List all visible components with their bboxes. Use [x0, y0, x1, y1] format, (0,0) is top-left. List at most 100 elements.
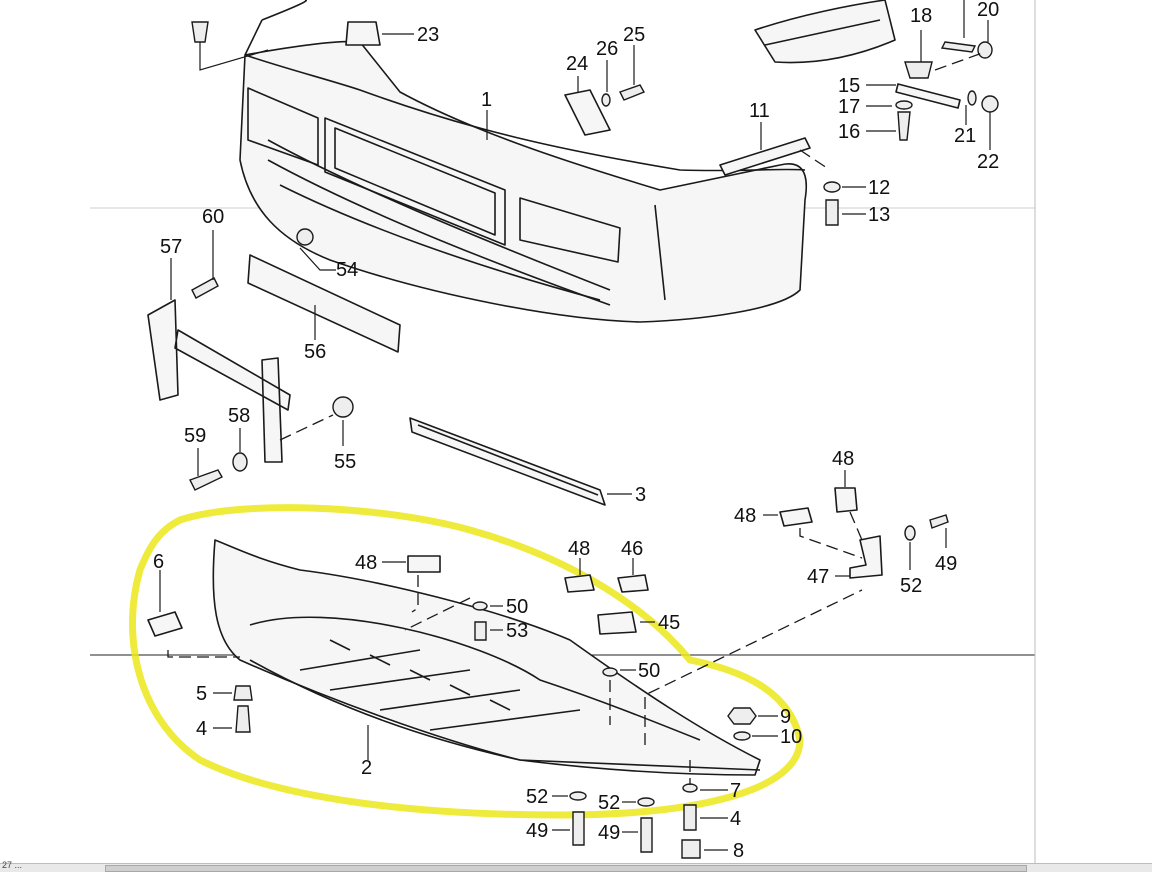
clip-6 — [147, 611, 183, 637]
dash-11 — [799, 149, 831, 171]
label-2: 2 — [361, 757, 372, 779]
label-52c: 52 — [900, 575, 922, 597]
screw-59 — [189, 469, 223, 491]
highlight-outline — [129, 504, 804, 819]
bolt-19 — [940, 41, 977, 53]
nut-46 — [617, 574, 649, 593]
label-22: 22 — [977, 151, 999, 173]
screw-49a — [572, 811, 585, 846]
label-16: 16 — [838, 121, 860, 143]
label-7: 7 — [730, 780, 741, 802]
washer-17 — [895, 100, 913, 110]
washer-52a — [569, 791, 587, 801]
label-23: 23 — [417, 24, 439, 46]
label-5: 5 — [196, 683, 207, 705]
status-text: 27 ... — [2, 860, 23, 870]
undertray-2 — [212, 539, 761, 776]
nut-55 — [332, 396, 354, 418]
label-57: 57 — [160, 236, 182, 258]
dash-50a — [404, 597, 471, 631]
label-20: 20 — [977, 0, 999, 21]
label-26: 26 — [596, 38, 618, 60]
screw-16 — [897, 111, 911, 141]
label-13: 13 — [868, 204, 890, 226]
nut-48c — [779, 507, 813, 527]
label-45: 45 — [658, 612, 680, 634]
screw-49c — [929, 514, 949, 529]
washer-10 — [733, 731, 751, 741]
clip-23 — [345, 21, 381, 46]
label-52b: 52 — [598, 792, 620, 814]
washer-26 — [601, 93, 611, 107]
strap-15 — [895, 83, 961, 109]
screw-25 — [619, 84, 646, 101]
label-48c: 48 — [734, 505, 756, 527]
nut-48b — [564, 574, 595, 593]
label-58: 58 — [228, 405, 250, 427]
label-24: 24 — [566, 53, 588, 75]
label-52a: 52 — [526, 786, 548, 808]
label-48d: 48 — [832, 448, 854, 470]
label-53: 53 — [506, 620, 528, 642]
dash-48d — [849, 511, 863, 541]
dash-55 — [279, 414, 334, 441]
label-1: 1 — [481, 89, 492, 111]
washer-21 — [967, 90, 977, 106]
label-17: 17 — [838, 96, 860, 118]
label-49a: 49 — [526, 820, 548, 842]
label-3: 3 — [635, 484, 646, 506]
label-11: 11 — [749, 100, 770, 122]
bumper-cover — [239, 0, 807, 323]
bracket-56 — [247, 254, 401, 353]
screw-4b — [683, 804, 697, 831]
label-56: 56 — [304, 341, 326, 363]
label-12: 12 — [868, 177, 890, 199]
label-15: 15 — [838, 75, 860, 97]
bracket-11 — [719, 137, 811, 176]
washer-7 — [682, 783, 698, 793]
bolt-13 — [825, 199, 839, 226]
air-duct — [754, 0, 896, 64]
screw-53 — [474, 621, 487, 641]
screw-49b — [640, 817, 653, 853]
washer-52b — [637, 797, 655, 807]
bracket-57 — [147, 299, 291, 463]
washer-52c — [904, 525, 916, 541]
trim-strip-3 — [409, 417, 606, 506]
washer-20 — [977, 41, 993, 59]
dash-48a — [411, 575, 419, 613]
washer-58 — [232, 452, 248, 472]
nut-9 — [727, 707, 757, 725]
label-8: 8 — [733, 840, 744, 862]
dash-18 — [934, 51, 986, 71]
dash-6 — [167, 650, 240, 658]
nut-22 — [981, 95, 999, 113]
screw-4 — [235, 705, 251, 733]
label-55: 55 — [334, 451, 356, 473]
bracket-47 — [849, 535, 883, 579]
label-59: 59 — [184, 425, 206, 447]
label-18: 18 — [910, 5, 932, 27]
label-10: 10 — [780, 726, 802, 748]
label-21: 21 — [954, 125, 976, 147]
washer-50a — [472, 601, 488, 611]
label-4b: 4 — [730, 808, 741, 830]
nut-54 — [296, 228, 314, 246]
label-4a: 4 — [196, 718, 207, 740]
label-60: 60 — [202, 206, 224, 228]
bracket-45 — [597, 611, 637, 635]
label-46: 46 — [621, 538, 643, 560]
nut-18 — [904, 61, 933, 79]
label-47: 47 — [807, 566, 829, 588]
label-25: 25 — [623, 24, 645, 46]
bracket-24 — [564, 89, 611, 136]
nut-5 — [233, 685, 253, 701]
nut-48a — [407, 555, 441, 573]
label-50b: 50 — [638, 660, 660, 682]
label-9: 9 — [780, 706, 791, 728]
nut-48d — [834, 487, 858, 513]
washer-50b — [602, 667, 618, 677]
dash-48c — [799, 528, 863, 559]
label-49c: 49 — [935, 553, 957, 575]
